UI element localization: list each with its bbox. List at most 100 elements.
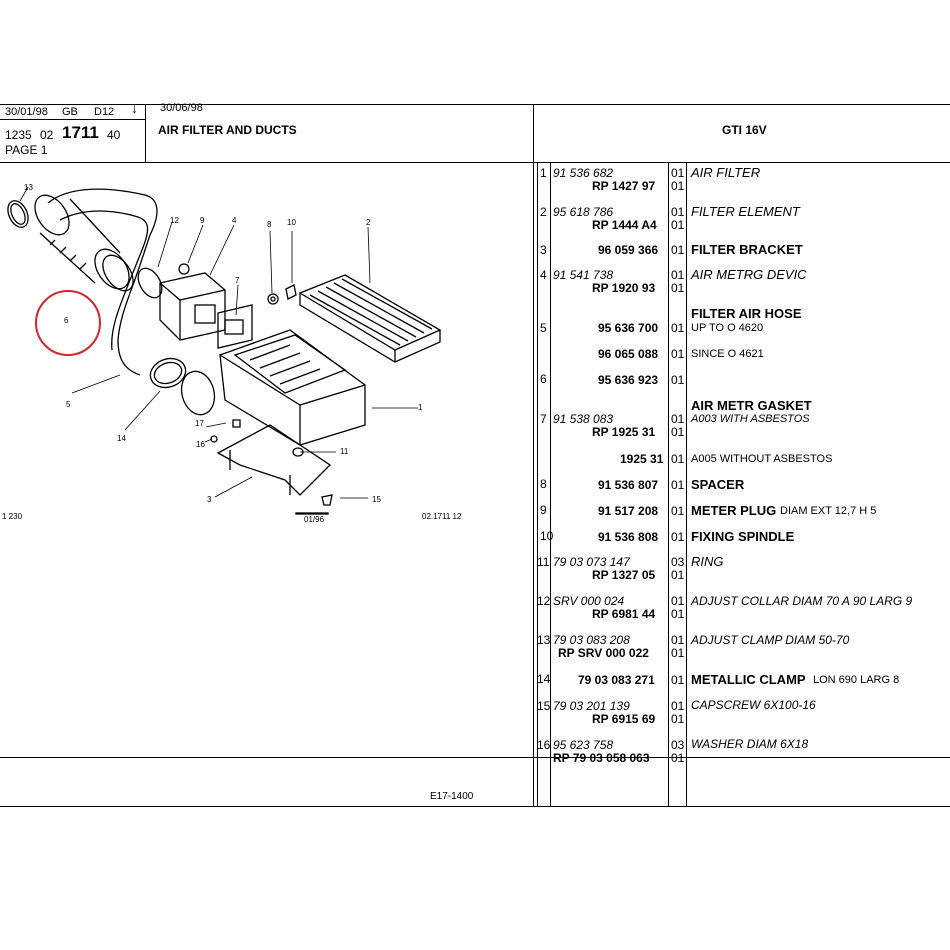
part-9-plug <box>178 263 190 275</box>
part-code: 91 536 807 <box>598 478 659 492</box>
part-number: 7 <box>540 412 547 426</box>
diagram-label-7: 7 <box>235 276 240 285</box>
diagram-label-8: 8 <box>267 220 272 229</box>
code-b: 02 <box>40 128 54 142</box>
date-to: 30/06/98 <box>160 102 203 114</box>
diagram-label-10: 10 <box>287 218 296 227</box>
arrow-down-icon: ↓ <box>131 100 138 116</box>
part-qty: 03 <box>671 738 685 752</box>
header-col-divider <box>145 104 146 162</box>
part-description: SPACER <box>691 477 745 492</box>
part-number: 16 <box>537 738 551 752</box>
part-qty: 01 <box>671 179 685 193</box>
part-7-gasket <box>217 304 253 349</box>
header-divider <box>0 162 950 163</box>
part-code-ref: RP 1327 05 <box>592 568 656 582</box>
part-code: 79 03 073 147 <box>553 555 630 569</box>
part-qty: 01 <box>671 478 685 492</box>
part-description: FIXING SPINDLE <box>691 529 795 544</box>
part-qty: 01 <box>671 412 685 426</box>
part-description: CAPSCREW 6X100-16 <box>691 698 816 712</box>
header-subline <box>0 119 145 120</box>
part-description: ADJUST CLAMP DIAM 50-70 <box>691 633 850 647</box>
part-code: 79 03 083 271 <box>578 673 655 687</box>
part-qty: 01 <box>671 646 685 660</box>
part-number: 6 <box>540 372 547 386</box>
part-description: AIR METRG DEVIC <box>691 267 807 282</box>
part-3-bracket <box>216 424 332 496</box>
part-code-ref: RP 1444 A4 <box>592 218 657 232</box>
part-group-heading: AIR METR GASKET <box>691 398 812 413</box>
footer-divider <box>0 757 950 758</box>
part-qty: 01 <box>671 347 685 361</box>
diagram-label-1: 1 <box>418 403 423 412</box>
part-number: 14 <box>537 672 551 686</box>
part-description: FILTER BRACKET <box>691 242 803 257</box>
part-code: 91 536 682 <box>553 166 614 180</box>
part-qty: 01 <box>671 633 685 647</box>
part-description: METER PLUG <box>691 503 777 518</box>
part-code: 96 065 088 <box>598 347 659 361</box>
diagram-label-11: 11 <box>340 447 349 456</box>
part-qty: 01 <box>671 530 685 544</box>
part-12-collar <box>137 267 163 299</box>
part-description: METALLIC CLAMP <box>691 672 806 687</box>
exploded-diagram <box>7 186 442 515</box>
diagram-label-9: 9 <box>200 216 205 225</box>
part-code: 95 636 923 <box>598 373 659 387</box>
part-15-screw <box>321 494 333 506</box>
part-code: 95 618 786 <box>553 205 614 219</box>
part-code: 1925 31 <box>620 452 664 466</box>
part-10-spindle <box>285 284 297 300</box>
part-number: 12 <box>537 594 551 608</box>
code-c: 40 <box>107 128 121 142</box>
part-number: 11 <box>537 555 550 569</box>
qty-col-divider-b <box>686 162 687 806</box>
part-description: AIR FILTER <box>691 165 761 180</box>
part-qty: 01 <box>671 607 685 621</box>
part-code: 91 536 808 <box>598 530 659 544</box>
part-number: 4 <box>540 268 547 282</box>
part-number: 13 <box>537 633 551 647</box>
part-code-ref: RP 6981 44 <box>592 607 656 621</box>
part-qty: 01 <box>671 673 685 687</box>
part-code: 79 03 201 139 <box>553 699 630 713</box>
part-qty: 03 <box>671 555 685 569</box>
part-qty: 01 <box>671 281 685 295</box>
part-qty: 01 <box>671 205 685 219</box>
part-1-filter-box <box>219 329 366 446</box>
part-number: 3 <box>540 243 547 257</box>
code-a: 1235 <box>5 128 32 142</box>
part-description-extra: DIAM EXT 12,7 H 5 <box>780 505 877 517</box>
bottom-border <box>0 806 950 807</box>
diagram-ref-bottom: E17-1400 <box>430 791 474 802</box>
diagram-label-3: 3 <box>207 495 212 504</box>
part-number: 2 <box>540 205 547 219</box>
part-number: 15 <box>537 699 551 713</box>
part-code-ref: RP SRV 000 022 <box>558 646 649 660</box>
part-code: 91 541 738 <box>553 268 614 282</box>
part-qty: 01 <box>671 452 685 466</box>
part-code: 96 059 366 <box>598 243 659 257</box>
part-code-ref: RP 1925 31 <box>592 425 656 439</box>
part-description: UP TO O 4620 <box>691 322 764 334</box>
diagram-ref-left: 1 230 <box>2 512 23 521</box>
part-code: 79 03 083 208 <box>553 633 630 647</box>
part-description: ADJUST COLLAR DIAM 70 A 90 LARG 9 <box>691 594 913 608</box>
diagram-label-15: 15 <box>372 495 381 504</box>
part-qty: 01 <box>671 504 685 518</box>
part-group-heading: FILTER AIR HOSE <box>691 306 802 321</box>
part-17-screw <box>232 419 241 428</box>
part-qty: 01 <box>671 712 685 726</box>
part-description-extra: LON 690 LARG 8 <box>813 674 900 686</box>
diagram-label-2: 2 <box>366 218 371 227</box>
part-code-ref: RP 1427 97 <box>592 179 656 193</box>
part-14-clamp <box>149 357 187 389</box>
part-5-hose <box>47 188 158 376</box>
diagram-label-12: 12 <box>170 216 179 225</box>
part-number: 5 <box>540 321 547 335</box>
highlight-circle <box>35 290 101 356</box>
part-qty: 01 <box>671 594 685 608</box>
page-title: AIR FILTER AND DUCTS <box>158 123 297 137</box>
part-qty: 01 <box>671 166 685 180</box>
